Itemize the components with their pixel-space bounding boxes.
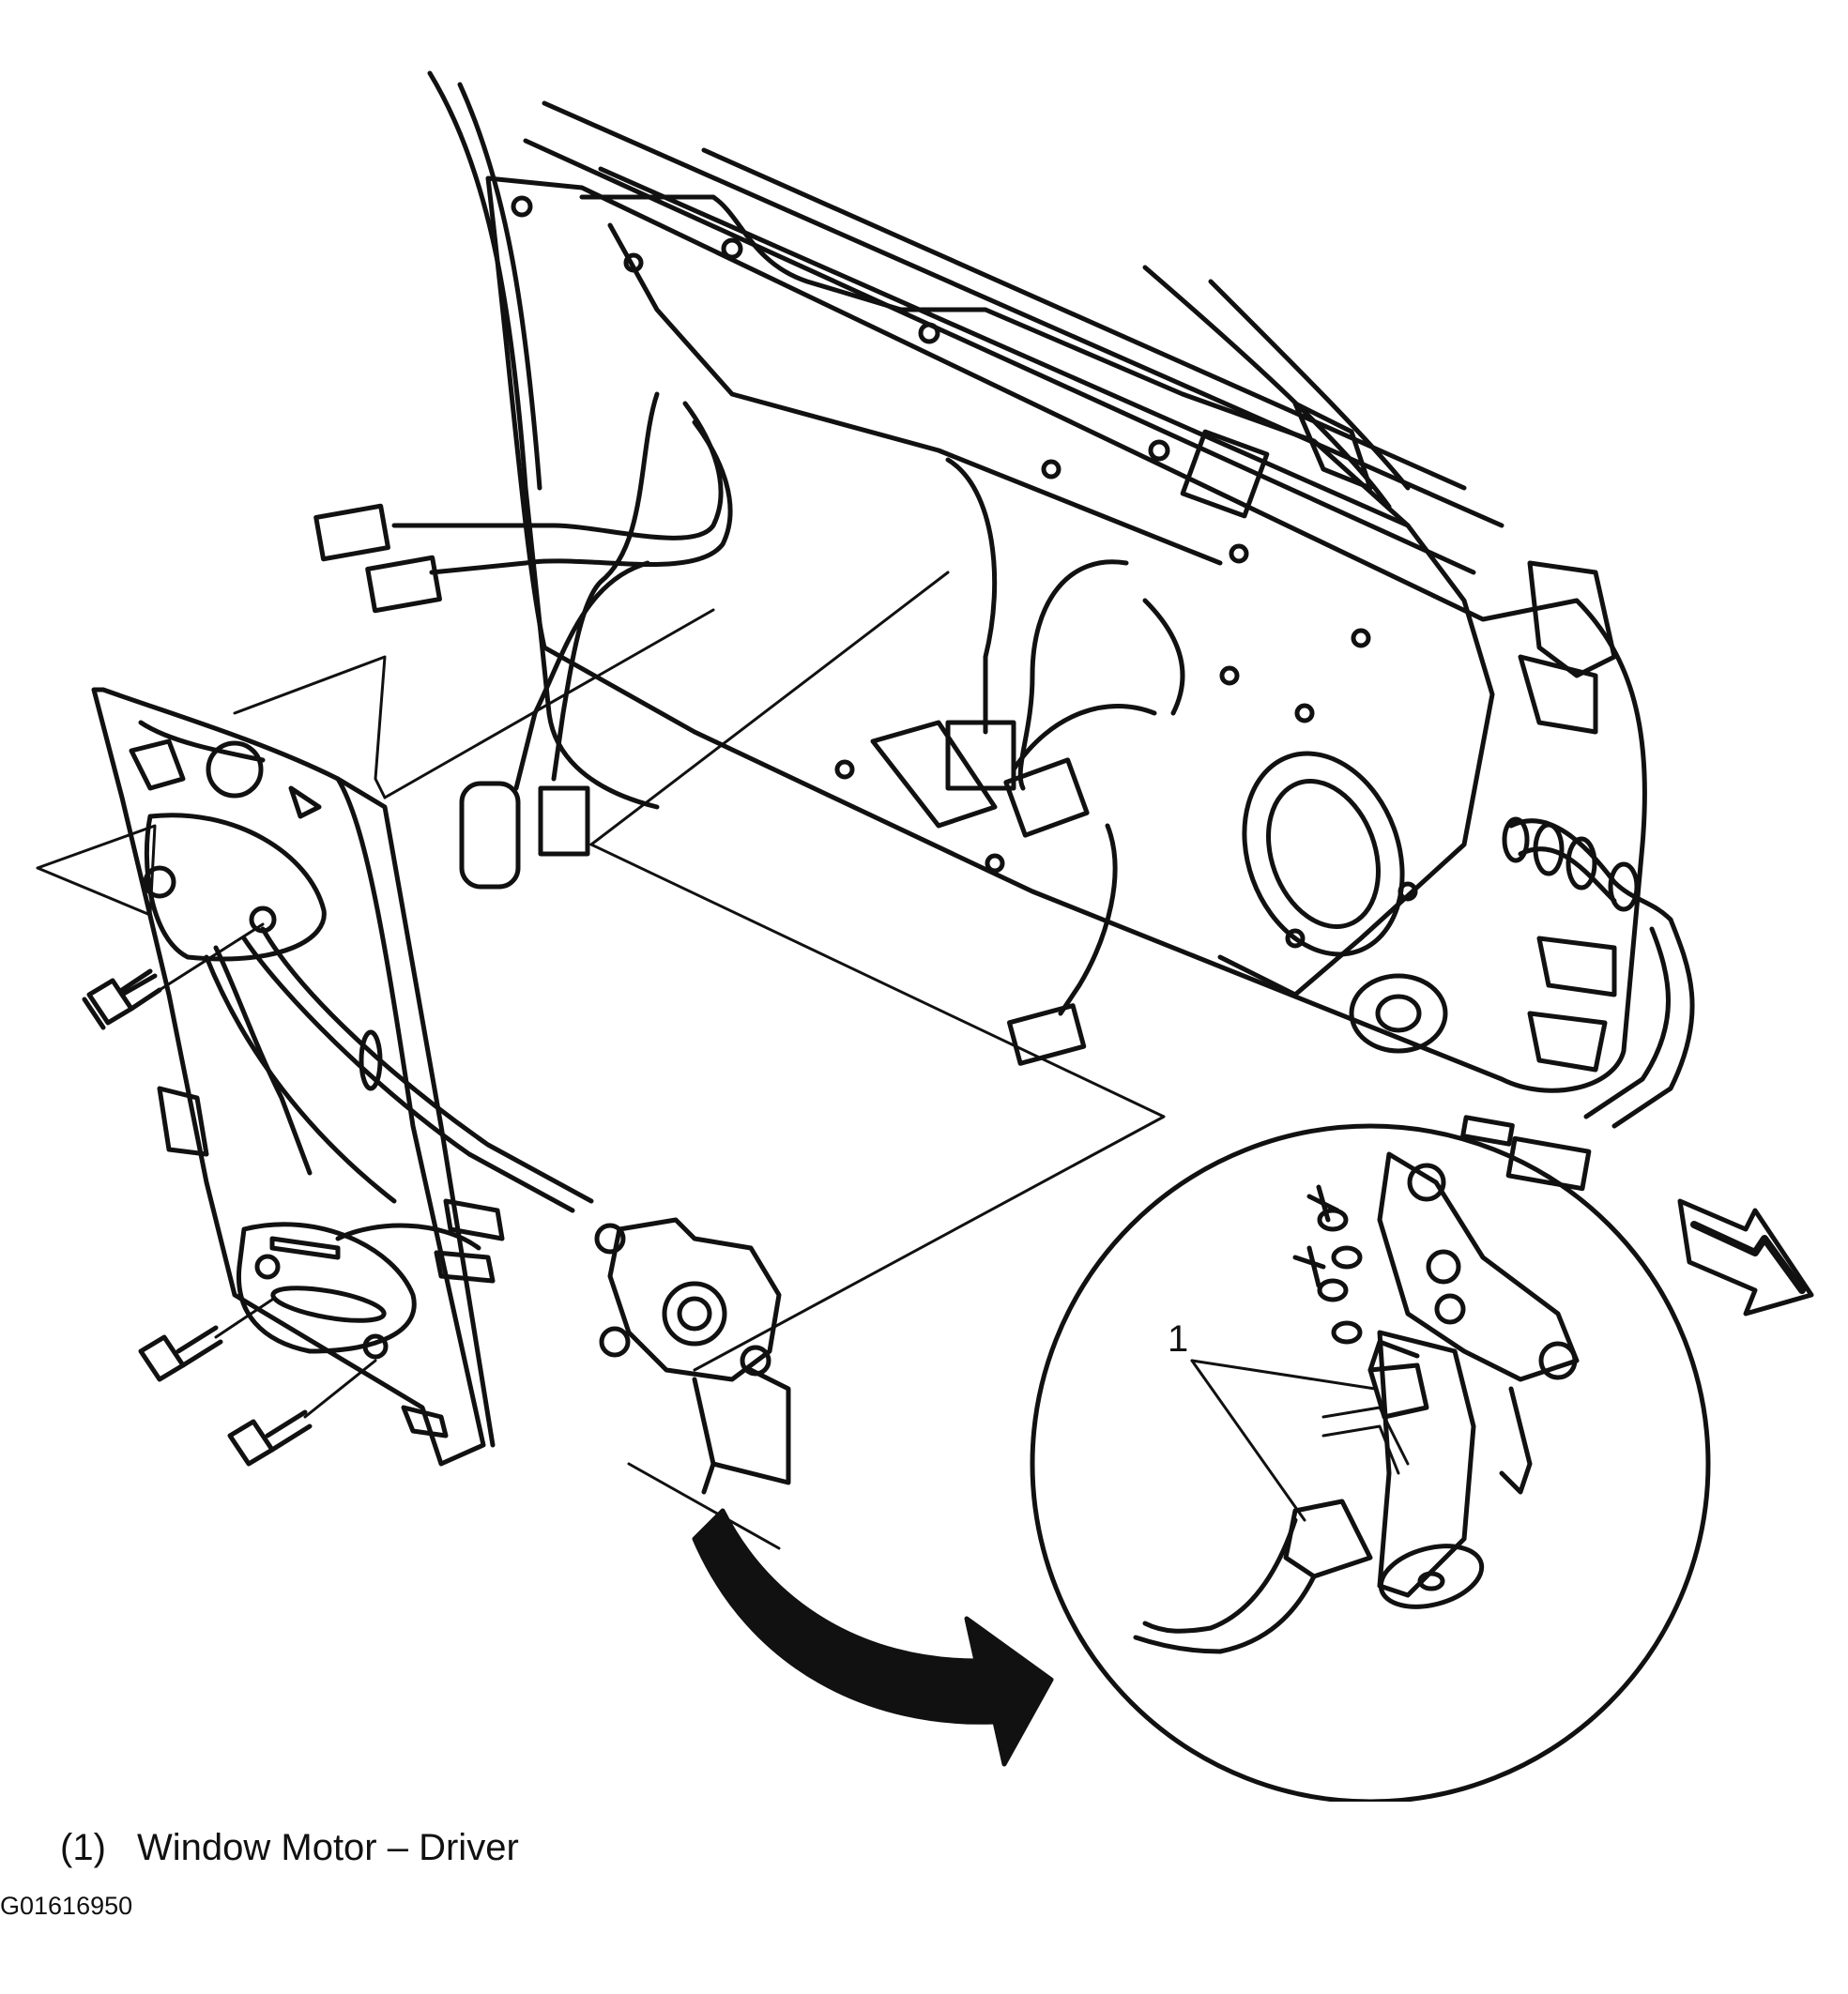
door-inner-panel [427, 70, 1695, 1192]
bolt-icon [227, 1409, 313, 1467]
legend-item-number: (1) [60, 1827, 106, 1868]
bolt-icon [82, 968, 162, 1030]
window-regulator-assembly [91, 687, 594, 1467]
curved-arrow-icon [692, 1508, 1054, 1767]
door-window-motor-diagram: 1 [36, 70, 1814, 1802]
legend-item-text: Window Motor – Driver [137, 1827, 519, 1868]
door-wiring-harness [313, 391, 1185, 1066]
callout-number-1: 1 [1168, 1318, 1188, 1360]
figure-id: G01616950 [0, 1892, 133, 1920]
window-motor-assembly [594, 1217, 791, 1495]
legend-item-1: (1) Window Motor – Driver [60, 1827, 519, 1869]
alignment-guide-lines [36, 571, 1166, 1550]
bolt-icon [138, 1325, 223, 1382]
detail-inset [1030, 1123, 1711, 1802]
forward-direction-arrow-icon [1677, 1198, 1814, 1317]
